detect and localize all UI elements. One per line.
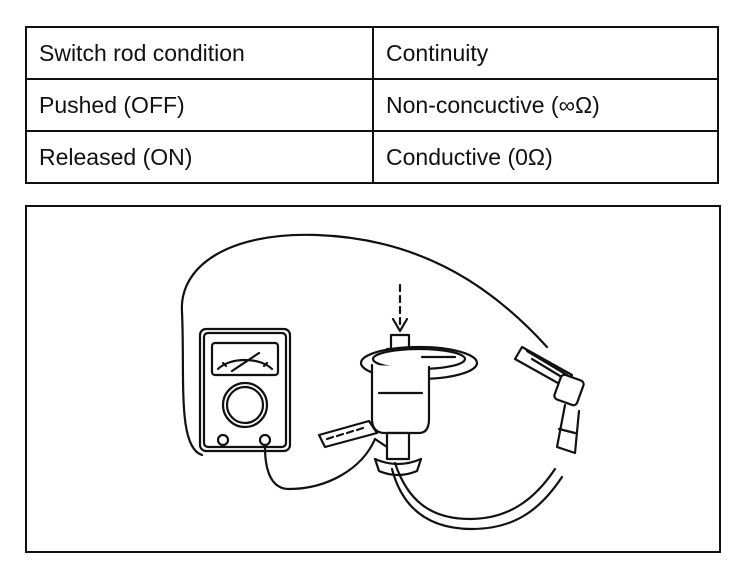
test-lead-lower xyxy=(390,467,564,531)
alligator-clip-right xyxy=(513,345,585,455)
continuity-test-illustration xyxy=(180,233,585,531)
table-header-row: Switch rod condition Continuity xyxy=(25,26,719,80)
test-lead-meter-right xyxy=(263,437,377,491)
cell-continuity: Non-concuctive (∞Ω) xyxy=(372,78,719,132)
header-continuity: Continuity xyxy=(372,26,719,80)
header-switch-rod-condition: Switch rod condition xyxy=(25,26,374,80)
test-lead-upper xyxy=(180,233,549,457)
push-arrow xyxy=(391,283,409,333)
cell-continuity: Conductive (0Ω) xyxy=(372,130,719,184)
table-row: Pushed (OFF) Non-concuctive (∞Ω) xyxy=(25,78,719,132)
ohmmeter xyxy=(198,327,292,453)
cell-condition: Released (ON) xyxy=(25,130,374,184)
cell-condition: Pushed (OFF) xyxy=(25,78,374,132)
table-row: Released (ON) Conductive (0Ω) xyxy=(25,130,719,184)
continuity-table: Switch rod condition Continuity Pushed (… xyxy=(25,26,719,184)
continuity-test-figure xyxy=(25,205,721,553)
alligator-clip-left xyxy=(317,419,389,449)
switch xyxy=(359,333,479,477)
